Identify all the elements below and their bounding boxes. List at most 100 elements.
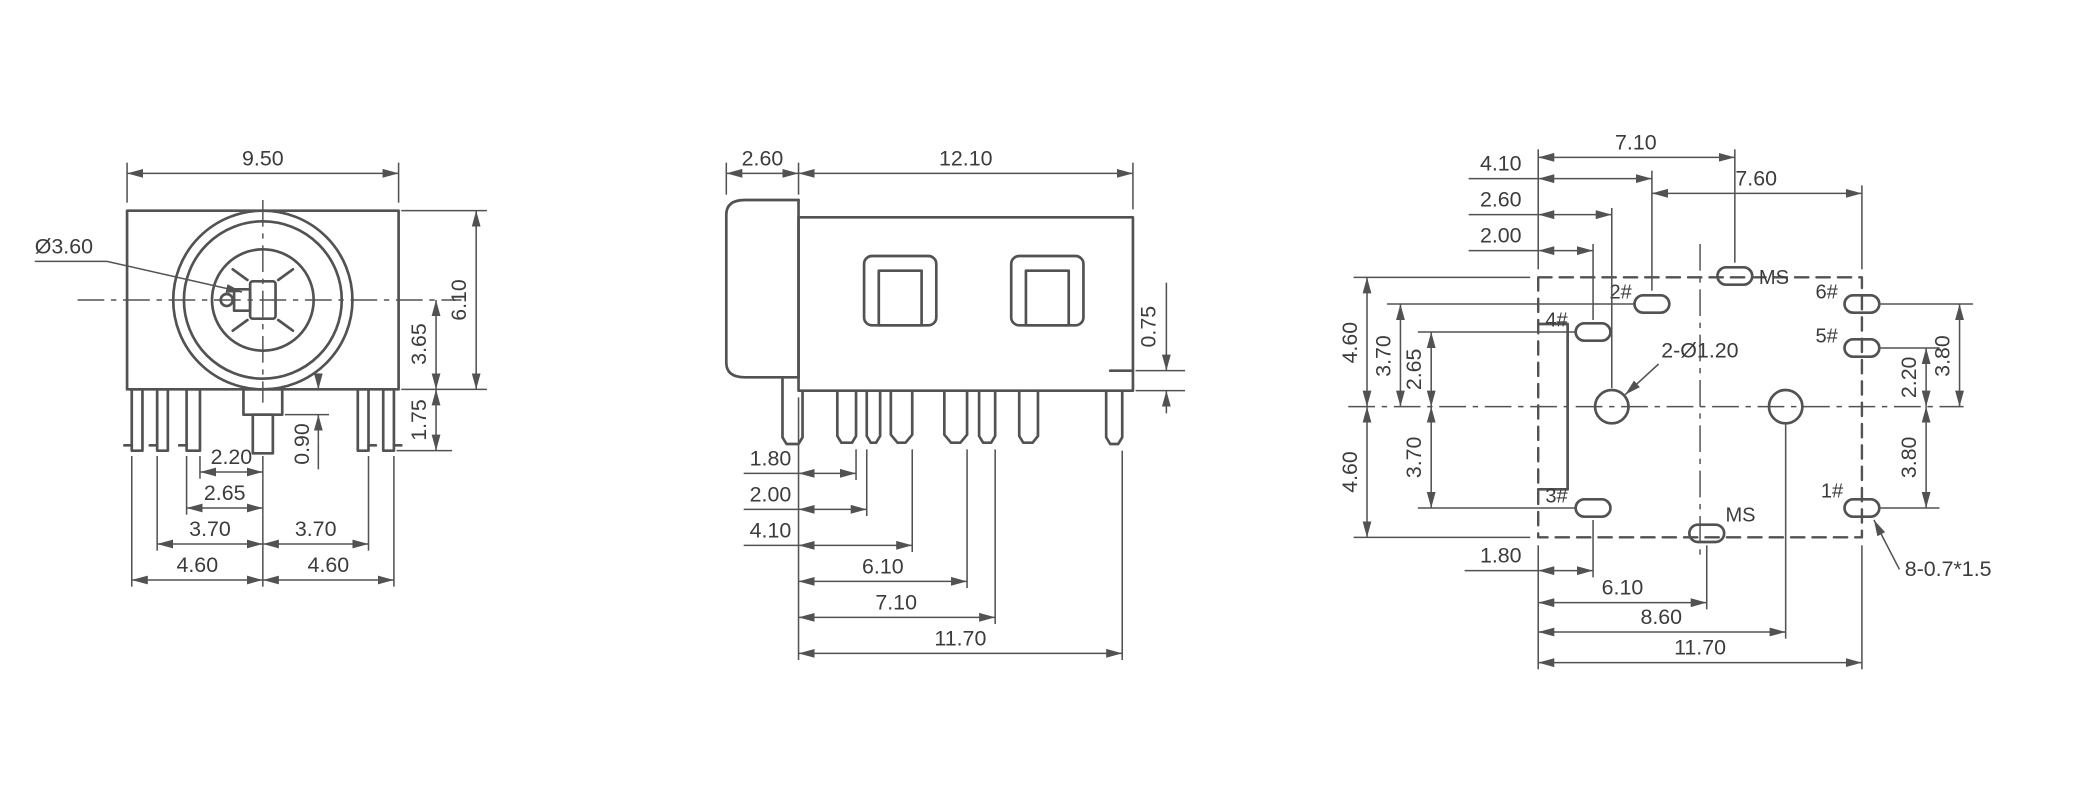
pad-label-5: 5# xyxy=(1816,326,1839,348)
dim-label: 1.80 xyxy=(1480,544,1522,568)
dim-label: 2.20 xyxy=(1897,356,1921,398)
dim-label: 7.10 xyxy=(875,590,917,614)
dim-front-370-right: 3.70 xyxy=(262,456,370,551)
dim-side-075: 0.75 xyxy=(1135,282,1186,414)
side-body-outline xyxy=(724,198,1135,392)
dim-label: 2.65 xyxy=(1402,349,1426,391)
dim-label: 11.70 xyxy=(934,626,986,650)
dim-label: 4.10 xyxy=(750,518,792,542)
pcb-centerlines xyxy=(1348,244,1964,560)
pad-label-2: 2# xyxy=(1610,282,1633,304)
front-centerlines xyxy=(77,200,462,403)
hole-left xyxy=(1593,388,1630,425)
pcb-pads xyxy=(1574,266,1881,544)
dim-front-460-right: 4.60 xyxy=(262,456,395,587)
front-view: 9.50 Ø3.60 6.10 3.65 1.75 2.20 xyxy=(34,146,487,587)
dim-label: 1.80 xyxy=(750,446,792,470)
dim-pcb-220: 2.20 xyxy=(1897,348,1931,407)
dim-pcb-460-bottom: 4.60 xyxy=(1338,406,1372,538)
pcb-pad-labels: 2# MS 6# 5# 4# 3# MS 1# xyxy=(1545,267,1844,526)
dim-label: 11.70 xyxy=(1674,636,1726,660)
dim-label: 4.60 xyxy=(1338,451,1362,493)
dim-pcb-1170: 11.70 xyxy=(1538,545,1863,670)
side-view: 2.60 12.10 0.75 1.80 2.00 xyxy=(724,146,1186,660)
dim-label: 2.65 xyxy=(204,481,246,505)
dim-front-265: 2.65 xyxy=(185,456,264,515)
dim-label: 3.70 xyxy=(1402,436,1426,478)
pad-label-4: 4# xyxy=(1545,310,1568,332)
dim-label: 0.75 xyxy=(1137,306,1161,348)
dim-front-220: 2.20 xyxy=(199,445,264,479)
dim-pcb-460-top: 4.60 xyxy=(1338,277,1372,407)
dim-label: 2.20 xyxy=(211,445,253,469)
callout-label: 8-0.7*1.5 xyxy=(1905,557,1992,581)
dim-front-diameter: Ø3.60 xyxy=(34,234,243,293)
dim-pcb-860: 8.60 xyxy=(1538,424,1787,639)
pad-5 xyxy=(1843,338,1881,358)
dim-label: 3.70 xyxy=(295,517,337,541)
dim-front-370-left: 3.70 xyxy=(156,456,264,551)
dim-label: 8.60 xyxy=(1640,605,1682,629)
hole-right xyxy=(1767,388,1804,425)
pad-6 xyxy=(1843,294,1881,314)
dim-label: 2.60 xyxy=(742,146,784,170)
pad-label-1: 1# xyxy=(1821,480,1844,502)
dim-label: 2.00 xyxy=(1480,224,1522,248)
dim-pcb-370-top: 3.70 xyxy=(1371,304,1405,407)
dim-pcb-200: 2.00 xyxy=(1468,224,1594,320)
dim-label: 4.60 xyxy=(308,553,350,577)
dim-side-200: 2.00 xyxy=(743,449,868,516)
pcb-holes xyxy=(1593,388,1804,425)
dim-side-710: 7.10 xyxy=(798,449,996,624)
dim-pcb-265: 2.65 xyxy=(1402,332,1436,407)
callout-pads: 8-0.7*1.5 xyxy=(1873,519,1992,581)
dim-side-1210: 12.10 xyxy=(798,146,1134,210)
dim-label: 4.60 xyxy=(176,553,218,577)
dim-front-090: 0.90 xyxy=(284,373,330,470)
dim-label: 2.60 xyxy=(1480,188,1522,212)
pad-label-3: 3# xyxy=(1545,486,1568,508)
dim-label: 1.75 xyxy=(407,399,431,441)
dim-pcb-370-bottom: 3.70 xyxy=(1402,406,1436,508)
dim-label: 3.70 xyxy=(189,517,231,541)
dim-front-half-height: 3.65 xyxy=(407,300,441,390)
dim-side-1170: 11.70 xyxy=(797,397,1123,660)
front-pins xyxy=(123,388,403,455)
dim-label: 12.10 xyxy=(939,146,993,170)
pad-ms-bottom xyxy=(1688,523,1726,544)
dim-front-460-left: 4.60 xyxy=(130,456,264,587)
dim-pcb-260: 2.60 xyxy=(1468,188,1613,388)
pad-4 xyxy=(1574,322,1612,342)
dim-front-width: 9.50 xyxy=(126,146,400,203)
dim-label: 3.70 xyxy=(1371,335,1395,377)
dim-front-pin-length: 1.75 xyxy=(396,389,453,452)
dim-side-260: 2.60 xyxy=(725,146,800,195)
pad-label-ms-bottom: MS xyxy=(1725,504,1755,526)
dim-label: 2.00 xyxy=(750,482,792,506)
dim-label: 4.10 xyxy=(1480,152,1522,176)
pad-3 xyxy=(1574,498,1612,518)
dim-label: 4.60 xyxy=(1338,322,1362,364)
side-pins xyxy=(781,376,1124,446)
dim-pcb-180: 1.80 xyxy=(1464,520,1594,670)
dim-label: 9.50 xyxy=(242,146,284,170)
dim-pcb-380-top: 3.80 xyxy=(1930,304,1964,407)
dim-label: 3.80 xyxy=(1930,335,1954,377)
dim-side-610: 6.10 xyxy=(798,449,968,588)
dim-label: 3.65 xyxy=(407,323,431,365)
dim-pcb-610: 6.10 xyxy=(1538,545,1708,610)
dim-label: 7.60 xyxy=(1735,166,1777,190)
dim-pcb-380-bottom: 3.80 xyxy=(1897,406,1931,508)
pad-ms-top xyxy=(1716,266,1754,286)
dim-label: 3.80 xyxy=(1897,436,1921,478)
pad-label-ms-top: MS xyxy=(1759,267,1789,289)
dim-pcb-760: 7.60 xyxy=(1651,166,1863,291)
dim-pcb-710: 7.10 xyxy=(1537,130,1736,270)
dim-label: 6.10 xyxy=(1602,576,1644,600)
dim-label: Ø3.60 xyxy=(35,234,93,258)
dim-pcb-410: 4.10 xyxy=(1468,152,1652,184)
dim-label: 6.10 xyxy=(862,554,904,578)
dim-label: 7.10 xyxy=(1615,130,1657,154)
dim-label: 6.10 xyxy=(447,279,471,321)
